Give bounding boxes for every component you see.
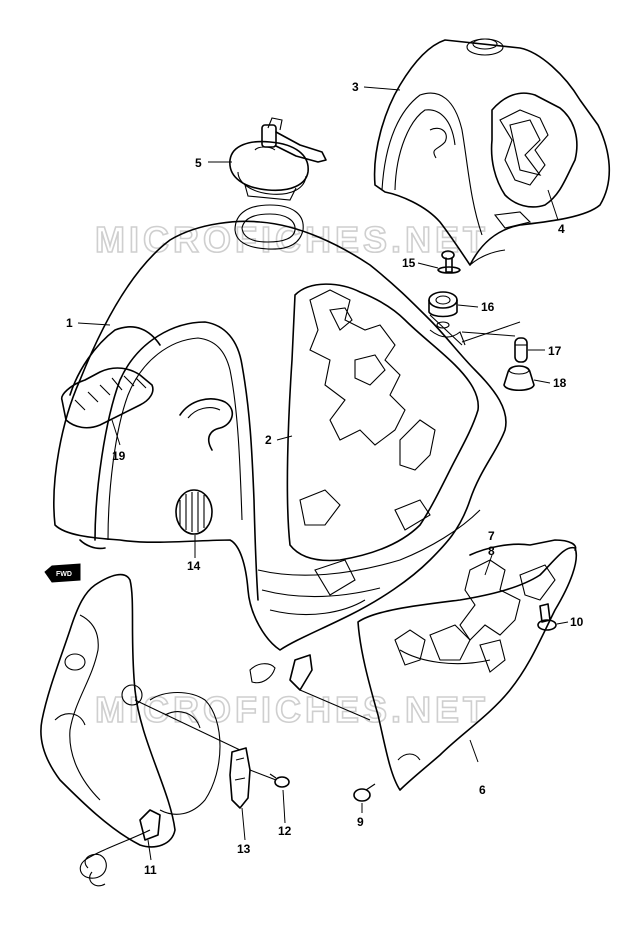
callout-8: 8 xyxy=(488,544,495,558)
callout-2: 2 xyxy=(265,433,272,447)
callout-14: 14 xyxy=(187,559,201,573)
cushion-part-16 xyxy=(428,291,458,329)
fuel-cap-part-5 xyxy=(229,117,327,201)
fuel-tank-part-1 xyxy=(53,204,507,691)
tank-cover-part-3 xyxy=(373,38,611,266)
side-cover-part-11 xyxy=(40,573,221,887)
callout-10: 10 xyxy=(570,615,584,629)
front-direction-badge: FWD xyxy=(44,563,81,583)
callout-6: 6 xyxy=(479,783,486,797)
screw-part-9 xyxy=(353,783,376,802)
callout-13: 13 xyxy=(237,842,251,856)
callout-17: 17 xyxy=(548,344,562,358)
spacer-part-17 xyxy=(514,337,528,363)
callout-labels: 1 2 3 4 5 6 7 8 9 10 11 12 13 14 15 16 1… xyxy=(66,80,584,877)
callout-12: 12 xyxy=(278,824,292,838)
callout-1: 1 xyxy=(66,316,73,330)
callout-5: 5 xyxy=(195,156,202,170)
callout-16: 16 xyxy=(481,300,495,314)
cushion-part-18 xyxy=(503,365,535,392)
bolt-part-15 xyxy=(437,250,461,274)
watermark-top: MICROFICHES.NET xyxy=(95,219,489,260)
callout-19: 19 xyxy=(112,449,126,463)
bolt-part-10 xyxy=(537,603,557,631)
bracket-part-13 xyxy=(229,747,251,809)
leader-lines xyxy=(77,86,569,861)
front-direction-label: FWD xyxy=(56,571,72,578)
callout-3: 3 xyxy=(352,80,359,94)
callout-11: 11 xyxy=(144,863,157,877)
callout-9: 9 xyxy=(357,815,364,829)
callout-4: 4 xyxy=(558,222,565,236)
side-cover-part-6 xyxy=(357,539,578,791)
callout-7: 7 xyxy=(488,529,495,543)
callout-15: 15 xyxy=(402,256,416,270)
callout-18: 18 xyxy=(553,376,567,390)
screw-part-12 xyxy=(269,773,290,788)
